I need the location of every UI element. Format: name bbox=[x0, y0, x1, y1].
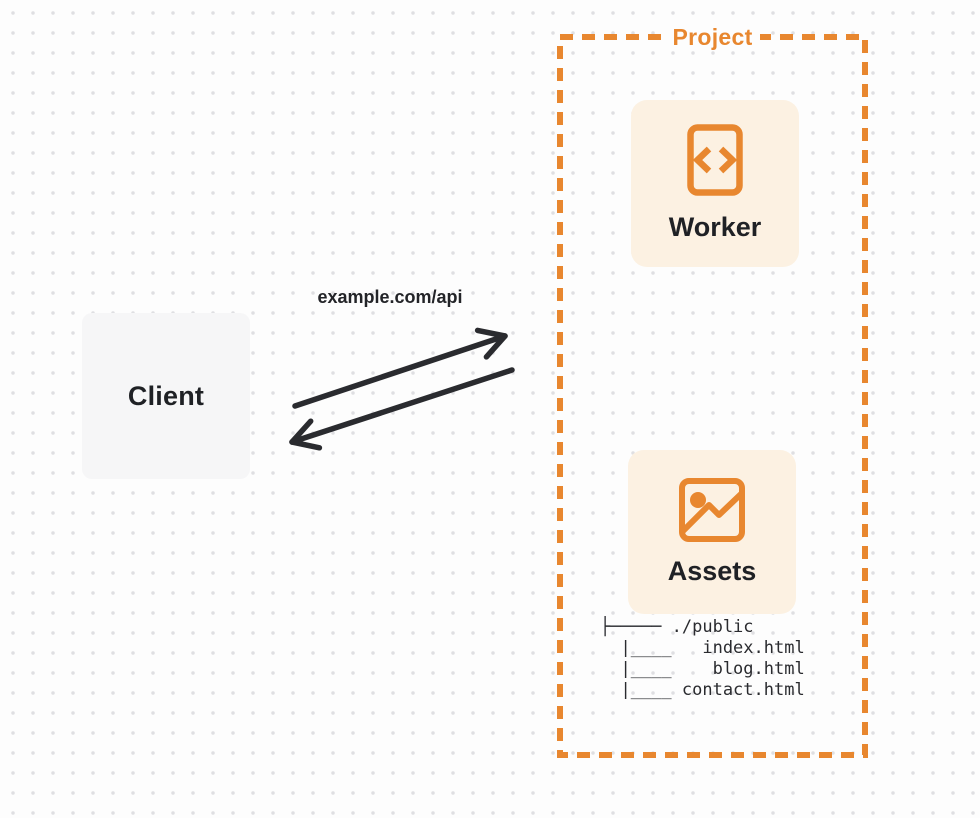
response-arrow bbox=[289, 367, 515, 451]
assets-node: Assets bbox=[628, 450, 796, 614]
project-title: Project bbox=[665, 23, 760, 51]
worker-node: Worker bbox=[631, 100, 799, 267]
project-container-title-row: Project bbox=[560, 23, 865, 55]
request-url-label: example.com/api bbox=[317, 287, 463, 307]
client-node: Client bbox=[82, 313, 250, 479]
code-file-icon bbox=[687, 124, 743, 196]
client-label: Client bbox=[127, 380, 205, 411]
assets-label: Assets bbox=[667, 555, 757, 586]
assets-file-tree: ├───── ./public |____ index.html |____ b… bbox=[600, 617, 805, 700]
image-icon bbox=[679, 477, 745, 542]
worker-label: Worker bbox=[668, 212, 762, 242]
request-arrow bbox=[292, 327, 508, 409]
